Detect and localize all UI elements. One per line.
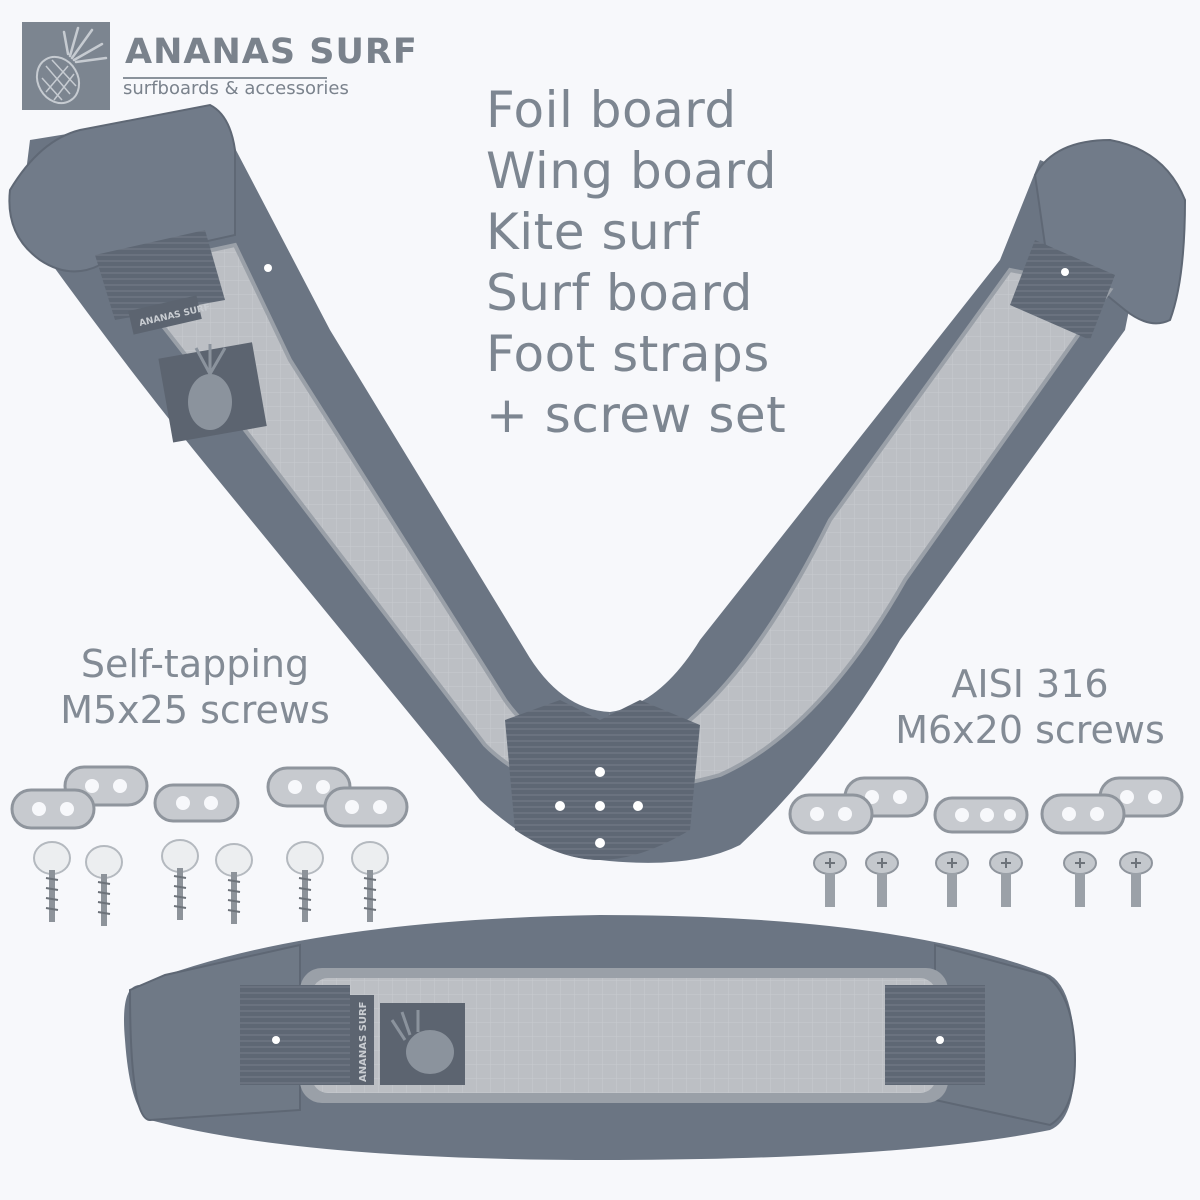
headline-line-foot-straps: Foot straps <box>486 325 770 383</box>
headline-line-screw-set: + screw set <box>486 386 787 444</box>
headline-line-foil-board: Foil board <box>486 81 737 139</box>
product-headline: Foil board Wing board Kite surf Surf boa… <box>486 80 786 446</box>
machine-screws <box>813 851 1153 907</box>
headline-line-wing-board: Wing board <box>486 142 777 200</box>
pineapple-logo-icon <box>22 22 110 110</box>
washers-right <box>788 776 1184 835</box>
right-screw-label: AISI 316 M6x20 screws <box>895 661 1165 753</box>
left-screw-set <box>10 765 409 926</box>
bottom-strap-webbing-left <box>240 985 350 1085</box>
brand-logo: ANANAS SURF surfboards & accessories <box>22 22 417 110</box>
headline-line-kite-surf: Kite surf <box>486 203 700 261</box>
brand-tagline: surfboards & accessories <box>123 78 349 99</box>
right-screw-label-size: M6x20 screws <box>895 708 1165 752</box>
right-screw-set <box>788 776 1184 907</box>
right-screw-label-type: AISI 316 <box>951 662 1109 706</box>
bottom-foot-strap <box>124 915 1077 1160</box>
bottom-strap-brand-tag <box>350 995 374 1085</box>
headline-line-surf-board: Surf board <box>486 264 753 322</box>
self-tapping-screws <box>33 839 389 926</box>
v-foot-strap <box>8 103 1187 863</box>
left-screw-label-type: Self-tapping <box>80 642 310 686</box>
brand-divider <box>123 77 327 79</box>
left-screw-label: Self-tapping M5x25 screws <box>60 641 330 733</box>
washers-left <box>10 765 409 830</box>
v-strap-right-cuff <box>1033 138 1187 325</box>
v-strap-left-cuff <box>8 103 236 273</box>
v-strap-center-webbing <box>505 700 700 860</box>
v-strap-right-webbing <box>1010 240 1115 340</box>
v-strap-brand-tag <box>128 295 202 335</box>
brand-name: ANANAS SURF <box>125 32 418 72</box>
left-screw-label-size: M5x25 screws <box>60 688 330 732</box>
bottom-strap-webbing-right <box>885 985 985 1085</box>
